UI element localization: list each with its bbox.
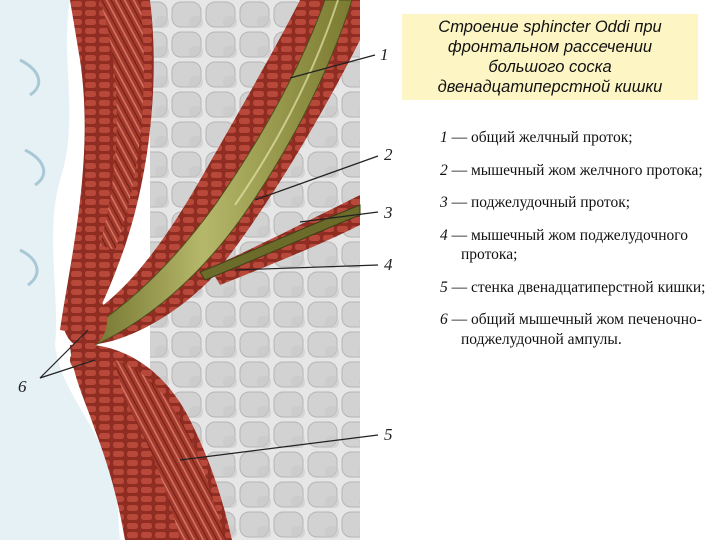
title-line-4: двенадцатиперстной кишки bbox=[437, 78, 663, 96]
callout-2: 2 bbox=[384, 145, 393, 164]
legend-num: 3 bbox=[440, 194, 448, 211]
leader-line-4 bbox=[234, 264, 379, 271]
legend-item-4: 4 — мышечный жом поджелудочного протока; bbox=[440, 226, 710, 265]
legend-num: 1 bbox=[440, 129, 448, 146]
legend-num: 5 bbox=[440, 278, 448, 296]
legend-num: 4 bbox=[440, 226, 448, 244]
legend-text: — стенка двенадцатиперстной кишки; bbox=[451, 278, 706, 296]
ampulla-sphincter bbox=[63, 292, 110, 374]
leader-line-5 bbox=[179, 434, 379, 461]
common-bile-duct bbox=[79, 0, 353, 346]
legend-item-5: 5 — стенка двенадцатиперстной кишки; bbox=[440, 278, 710, 298]
legend-item-6: 6 — общий мышечный жом печеночно-поджелу… bbox=[440, 310, 710, 349]
title-line-1: Строение sphincter Oddi при bbox=[438, 18, 662, 36]
callout-3: 3 bbox=[383, 203, 393, 222]
legend-text: — общий желчный проток; bbox=[451, 129, 633, 146]
legend-item-1: 1 — общий желчный проток; bbox=[440, 128, 710, 148]
title-line-3: большого соска bbox=[488, 58, 612, 76]
leader-line-1 bbox=[289, 54, 376, 79]
callout-4: 4 bbox=[384, 255, 393, 274]
callout-5: 5 bbox=[384, 425, 393, 444]
leader-line-6b bbox=[39, 359, 96, 379]
duodenal-wall-lower bbox=[70, 344, 232, 540]
diagram-title: Строение sphincter Oddi при фронтальном … bbox=[402, 14, 698, 100]
legend-text: — мышечный жом желчного протока; bbox=[451, 161, 703, 179]
legend-item-3: 3 — поджелудочный проток; bbox=[440, 193, 710, 213]
callout-1: 1 bbox=[380, 45, 389, 64]
leader-line-6a bbox=[39, 329, 89, 379]
legend-item-2: 2 — мышечный жом желчного протока; bbox=[440, 161, 710, 181]
leader-lines bbox=[39, 54, 379, 461]
title-line-2: фронтальном рассечении bbox=[447, 38, 653, 56]
leader-line-3 bbox=[299, 211, 379, 223]
legend-text: — мышечный жом поджелудочного протока; bbox=[451, 226, 688, 264]
legend-text: — общий мышечный жом печеночно-поджелудо… bbox=[451, 311, 702, 348]
callout-numbers: 1 2 3 4 5 6 bbox=[18, 45, 393, 444]
callout-6: 6 bbox=[18, 377, 27, 396]
duodenal-wall-upper bbox=[60, 0, 154, 335]
legend: 1 — общий желчный проток; 2 — мышечный ж… bbox=[440, 128, 710, 362]
duodenal-lumen bbox=[0, 0, 120, 540]
legend-text: — поджелудочный проток; bbox=[451, 194, 631, 211]
leader-line-2 bbox=[254, 155, 379, 201]
pancreatic-duct bbox=[199, 204, 361, 281]
legend-num: 2 bbox=[440, 161, 448, 179]
legend-num: 6 bbox=[440, 311, 448, 328]
